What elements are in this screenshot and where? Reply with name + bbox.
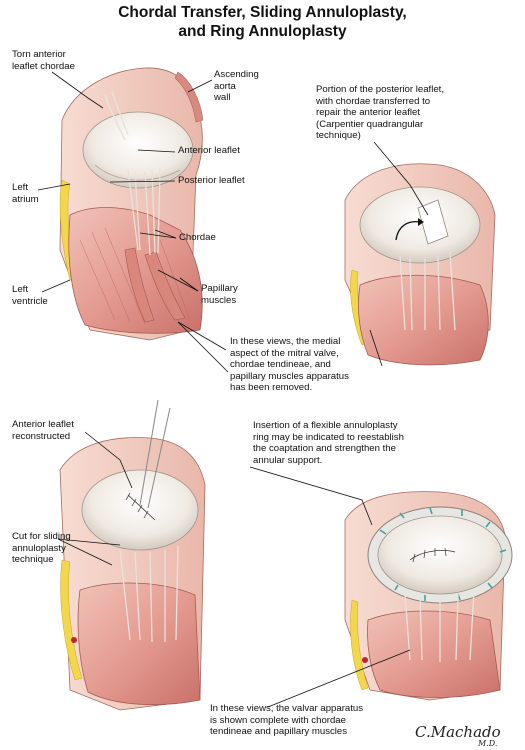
label-left-ventricle: Left ventricle: [12, 284, 48, 307]
label-ascending-aorta: Ascending aorta wall: [214, 69, 259, 103]
page-title-line2: and Ring Annuloplasty: [178, 23, 347, 40]
label-medial-removed: In these views, the medial aspect of the…: [230, 336, 349, 393]
label-anterior-reconstructed: Anterior leaflet reconstructed: [12, 419, 74, 442]
artist-signature: C.Machado: [415, 723, 501, 741]
label-posterior-leaflet: Posterior leaflet: [178, 175, 245, 186]
label-left-atrium: Left atrium: [12, 182, 39, 205]
panel-top-right-heart: [344, 163, 496, 366]
label-chordae: Chordae: [179, 232, 216, 243]
label-ring-insertion: Insertion of a flexible annuloplasty rin…: [253, 420, 404, 466]
leader-lines: [37, 71, 429, 708]
page-title-line1: Chordal Transfer, Sliding Annuloplasty,: [118, 4, 407, 21]
artist-signature-suffix: M.D.: [478, 739, 498, 748]
label-torn-chordae: Torn anterior leaflet chordae: [12, 49, 75, 72]
label-posterior-portion: Portion of the posterior leaflet, with c…: [316, 84, 444, 141]
label-complete-apparatus: In these views, the valvar apparatus is …: [210, 703, 364, 737]
label-anterior-leaflet: Anterior leaflet: [178, 145, 240, 156]
panel-bottom-right-heart: [344, 491, 513, 701]
panel-bottom-left-heart: [59, 399, 206, 711]
panel-top-left-heart: [59, 67, 204, 341]
label-cut-sliding: Cut for sliding annuloplasty technique: [12, 531, 71, 565]
label-papillary-muscles: Papillary muscles: [201, 283, 238, 306]
